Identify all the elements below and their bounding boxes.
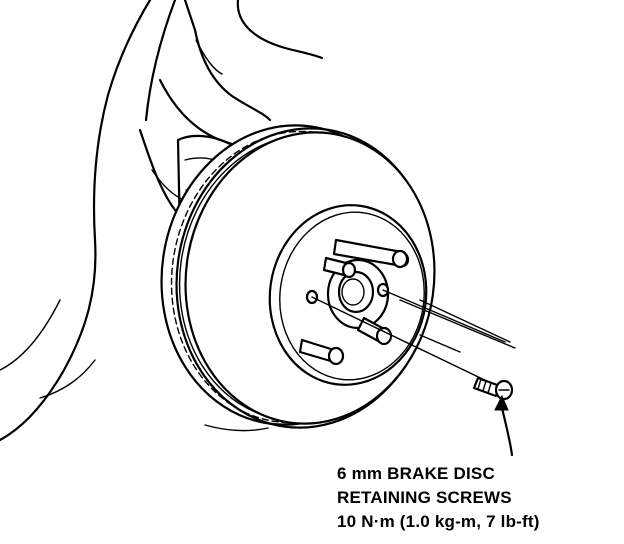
callout-line-size: 6 mm BRAKE DISC [337, 464, 495, 483]
leader-lines [311, 289, 516, 386]
brake-disc [160, 124, 436, 429]
wheel-stud-bottom [298, 338, 345, 366]
ground-lines [419, 299, 511, 353]
callout-line-part: RETAINING SCREWS [337, 488, 512, 507]
callout-line-torque: 10 N·m (1.0 kg-m, 7 lb-ft) [337, 512, 540, 531]
wheel-stud-right [356, 316, 393, 346]
retaining-screw-icon [472, 376, 514, 401]
lower-frame [39, 359, 269, 432]
callout-label: 6 mm BRAKE DISC RETAINING SCREWS 10 N·m … [337, 462, 619, 534]
wheel-stud-left [322, 256, 357, 279]
fender-outline [0, 0, 177, 442]
callout-arrow [494, 394, 514, 457]
wheel-stud-top [332, 238, 410, 269]
